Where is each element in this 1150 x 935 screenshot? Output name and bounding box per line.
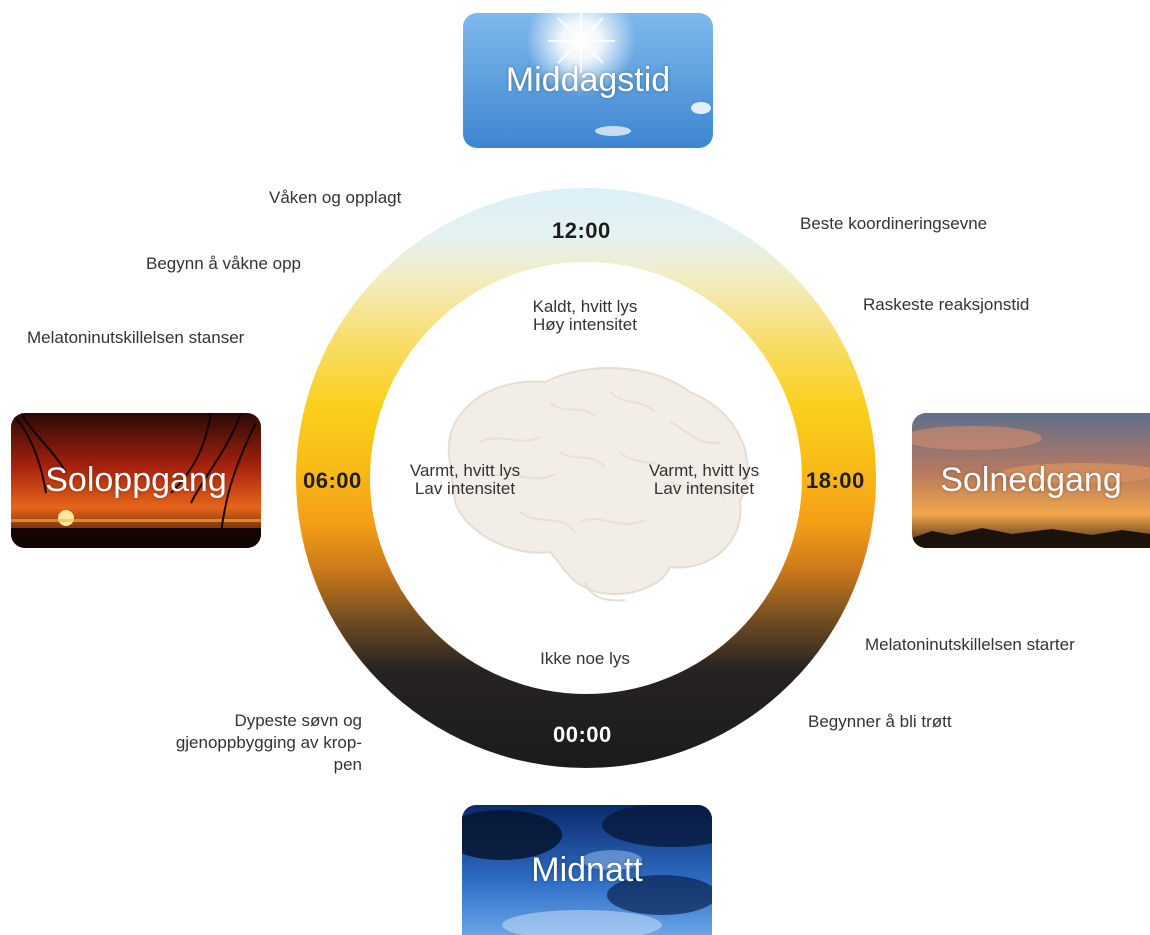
note-sleep-line3: pen (333, 755, 362, 774)
sunrise-icon (11, 413, 261, 548)
photo-label-midnight: Midnatt (531, 850, 643, 889)
time-label-evening: 18:00 (806, 468, 865, 493)
brain-icon (447, 367, 749, 602)
photo-label-sunrise: Soloppgang (45, 461, 227, 499)
inner-top-line1: Kaldt, hvitt lys (532, 297, 638, 316)
note-melatonin-start: Melatoninutskillelsen starter (865, 635, 1075, 654)
sky-sun-icon (463, 13, 713, 148)
note-melatonin-stop: Melatoninutskillelsen stanser (27, 328, 245, 347)
note-reaction: Raskeste reaksjonstid (863, 295, 1030, 314)
photo-midnight: Midnatt (462, 805, 712, 935)
inner-right-line1: Varmt, hvitt lys (648, 461, 760, 480)
sunset-icon (912, 413, 1150, 548)
inner-text-left: Varmt, hvitt lys Lav intensitet (395, 462, 535, 498)
night-sky-icon (462, 805, 712, 935)
inner-text-top: Kaldt, hvitt lys Høy intensitet (505, 298, 665, 334)
note-tired: Begynner å bli trøtt (808, 712, 952, 731)
time-label-noon: 12:00 (552, 218, 611, 243)
note-awake: Våken og opplagt (269, 188, 402, 207)
photo-label-noon: Middagstid (505, 61, 671, 99)
photo-sunset: Solnedgang (912, 413, 1150, 548)
note-sleep-line1: Dypeste søvn og (234, 711, 362, 730)
inner-left-line2: Lav intensitet (414, 479, 516, 498)
inner-right-line2: Lav intensitet (653, 479, 755, 498)
note-deep-sleep: Dypeste søvn og gjenoppbygging av krop- … (150, 710, 362, 776)
photo-label-sunset: Solnedgang (940, 461, 1122, 499)
inner-text-bottom: Ikke noe lys (540, 649, 630, 668)
time-label-morning: 06:00 (303, 468, 362, 493)
inner-top-line2: Høy intensitet (533, 315, 637, 334)
time-label-midnight: 00:00 (553, 722, 612, 747)
photo-sunrise: Soloppgang (11, 413, 261, 548)
note-coordination: Beste koordineringsevne (800, 214, 988, 233)
photo-noon: Middagstid (463, 13, 713, 148)
note-sleep-line2: gjenoppbygging av krop- (175, 733, 362, 752)
inner-left-line1: Varmt, hvitt lys (409, 461, 521, 480)
ring-center (370, 262, 802, 694)
inner-text-right: Varmt, hvitt lys Lav intensitet (634, 462, 774, 498)
note-wake-begin: Begynn å våkne opp (146, 254, 302, 273)
